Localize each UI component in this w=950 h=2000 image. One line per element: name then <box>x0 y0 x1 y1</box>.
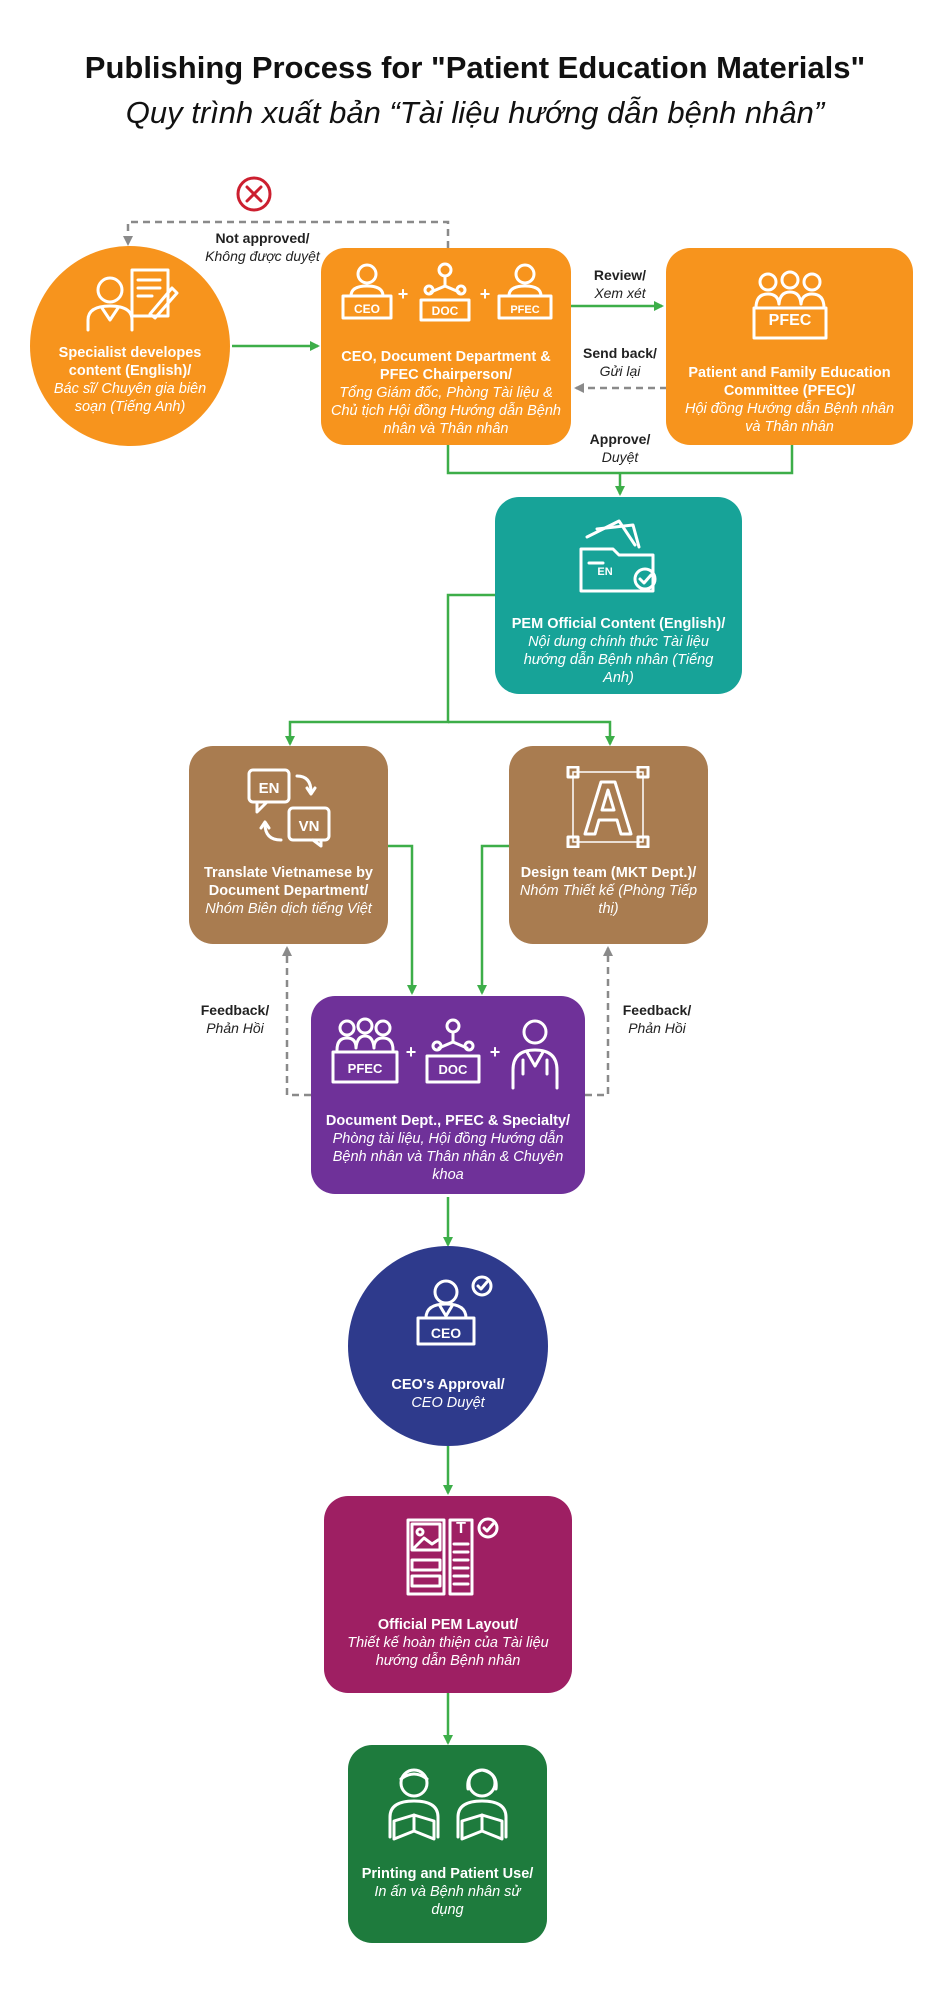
title-english: Publishing Process for "Patient Educatio… <box>84 50 866 85</box>
layout-subtitle: Thiết kế hoàn thiện của Tài liệu hướng d… <box>347 1635 549 1669</box>
ceo-approval-title: CEO's Approval/ <box>391 1377 505 1393</box>
edge-pem-split-right <box>448 720 615 746</box>
label-approve: Approve/Duyệt <box>589 431 651 465</box>
ceo-check-icon <box>416 1275 493 1346</box>
pfec-person-icon <box>497 263 553 320</box>
specialist-doctor-icon <box>511 1019 559 1090</box>
node-layout: T Official PEM Layout/ Thiết kế hoàn thi… <box>324 1496 572 1693</box>
plus-icon: + <box>398 284 409 304</box>
label-send-back: Send back/Gửi lại <box>583 345 657 379</box>
translate-subtitle: Nhóm Biên dịch tiếng Việt <box>205 901 372 917</box>
node-ceo-doc-pfec: CEO + DOC + PFEC CEO, Document Departmen… <box>321 248 571 445</box>
node-translate: EN VN Translate Vietnamese by Document D… <box>189 746 388 944</box>
pem-official-title: PEM Official Content (English)/ <box>511 616 726 632</box>
specialist-subtitle: Bác sĩ/ Chuyên gia biên soạn (Tiếng Anh) <box>53 381 207 415</box>
document-check-icon <box>579 519 657 593</box>
layout-check-icon <box>406 1517 499 1596</box>
badge-pfec-committee: PFEC <box>768 312 812 329</box>
badge-en: EN <box>259 780 280 797</box>
plus-icon: + <box>406 1042 417 1062</box>
design-letter-a-icon <box>566 766 650 848</box>
badge-doc: DOC <box>439 1062 469 1077</box>
node-pem-official: EN PEM Official Content (English)/ Nội d… <box>495 497 742 694</box>
node-specialist: Specialist developes content (English)/ … <box>30 246 230 446</box>
doctor-writing-icon <box>86 268 179 332</box>
translate-icon: EN VN <box>247 768 331 848</box>
badge-en: EN <box>597 566 613 578</box>
x-circle-icon <box>236 176 272 212</box>
design-subtitle: Nhóm Thiết kế (Phòng Tiếp thị) <box>519 883 698 917</box>
badge-vn: VN <box>299 818 320 835</box>
committee-icon <box>752 270 828 340</box>
pfec-group-icon <box>331 1017 399 1084</box>
badge-pfec: PFEC <box>348 1061 383 1076</box>
ceo-doc-pfec-title: CEO, Document Department & PFEC Chairper… <box>341 349 551 383</box>
layout-title: Official PEM Layout/ <box>377 1617 519 1633</box>
people-reading-icon <box>388 1768 508 1841</box>
label-not-approved: Not approved/Không được duyệt <box>205 230 320 264</box>
review-group-title: Document Dept., PFEC & Specialty/ <box>325 1113 571 1129</box>
node-pfec-committee: PFEC Patient and Family Education Commit… <box>666 248 913 445</box>
badge-pfec: PFEC <box>510 304 539 316</box>
doc-hierarchy-icon <box>419 262 471 322</box>
ceo-person-icon <box>341 263 393 320</box>
printing-title: Printing and Patient Use/ <box>361 1866 534 1882</box>
printing-subtitle: In ấn và Bệnh nhân sử dụng <box>374 1884 521 1918</box>
title-vietnamese: Quy trình xuất bản “Tài liệu hướng dẫn b… <box>125 95 825 130</box>
edge-not-approved <box>123 220 450 248</box>
design-title: Design team (MKT Dept.)/ <box>520 865 697 881</box>
plus-icon: + <box>480 284 491 304</box>
review-group-subtitle: Phòng tài liệu, Hội đồng Hướng dẫn Bệnh … <box>332 1131 564 1183</box>
node-ceo-approval: CEO CEO's Approval/ CEO Duyệt <box>348 1246 548 1446</box>
translate-title: Translate Vietnamese by Document Departm… <box>204 865 373 899</box>
label-review: Review/Xem xét <box>593 267 647 301</box>
ceo-doc-pfec-subtitle: Tổng Giám đốc, Phòng Tài liệu & Chủ tịch… <box>331 385 561 437</box>
node-design: A Design team (MKT Dept.)/ Nhóm Thiết kế… <box>509 746 708 944</box>
label-feedback-left: Feedback/Phản Hồi <box>200 1002 270 1036</box>
ceo-approval-subtitle: CEO Duyệt <box>411 1395 485 1411</box>
edge-translate-to-review <box>388 844 417 995</box>
edge-design-to-review <box>477 844 509 995</box>
review-group-icons: PFEC + DOC + <box>331 1017 559 1090</box>
pfec-committee-title: Patient and Family Education Committee (… <box>688 365 891 399</box>
node-review-group: PFEC + DOC + Document Dept., PFEC & Spec… <box>311 996 585 1194</box>
badge-t: T <box>456 1520 466 1537</box>
doc-hierarchy-icon <box>425 1018 481 1084</box>
badge-doc: DOC <box>432 304 459 318</box>
edge-approve <box>446 445 794 494</box>
label-feedback-right: Feedback/Phản Hồi <box>622 1002 692 1036</box>
ceo-doc-pfec-icons: CEO + DOC + PFEC <box>341 262 553 322</box>
pem-official-subtitle: Nội dung chính thức Tài liệu hướng dẫn B… <box>523 634 714 686</box>
edge-feedback-right <box>585 946 613 1097</box>
plus-icon: + <box>490 1042 501 1062</box>
edge-feedback-left <box>282 946 311 1097</box>
specialist-title: Specialist developes content (English)/ <box>58 345 202 379</box>
badge-ceo: CEO <box>430 1325 462 1341</box>
badge-ceo: CEO <box>354 302 380 316</box>
node-printing: Printing and Patient Use/ In ấn và Bệnh … <box>348 1745 547 1943</box>
pfec-committee-subtitle: Hội đồng Hướng dẫn Bệnh nhân và Thân nhâ… <box>684 401 895 435</box>
